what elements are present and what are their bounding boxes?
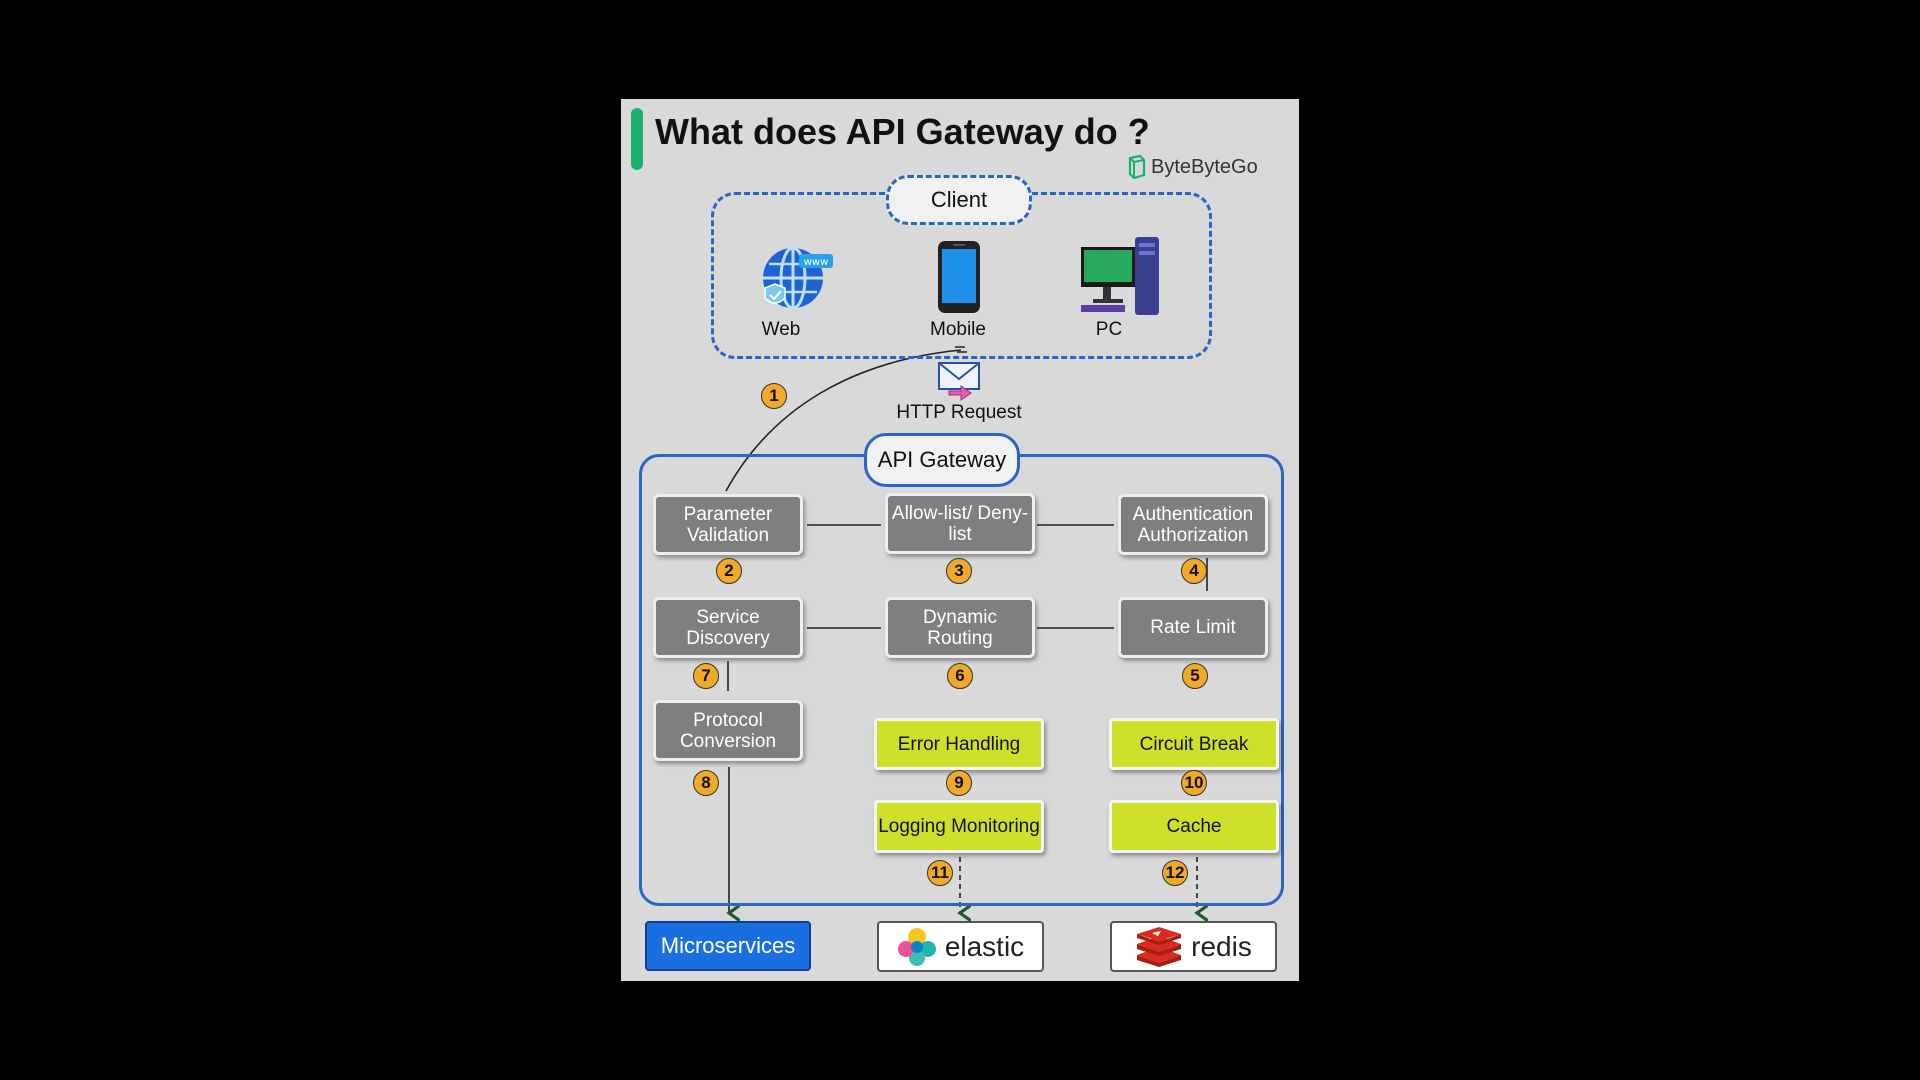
step-service-discovery: Service Discovery	[653, 597, 803, 658]
step-parameter-validation: Parameter Validation	[653, 494, 803, 555]
elastic-target: elastic	[877, 921, 1044, 972]
step-number-8: 8	[693, 770, 719, 796]
redis-name: redis	[1191, 930, 1252, 962]
step-number-7: 7	[693, 663, 719, 689]
step-number-10: 10	[1181, 770, 1207, 796]
device-label-pc: PC	[1095, 319, 1123, 340]
step-logging-monitoring: Logging Monitoring	[874, 800, 1044, 853]
device-label-mobile: Mobile	[930, 319, 986, 340]
step-number-5: 5	[1182, 663, 1208, 689]
step-allow-deny-list: Allow-list/ Deny-list	[885, 493, 1035, 554]
diagram-canvas: What does API Gateway do ? ByteByteGo Cl…	[621, 99, 1299, 981]
web-globe-icon: www	[761, 242, 836, 312]
step-number-1: 1	[761, 383, 787, 409]
redis-target: redis	[1110, 921, 1277, 972]
desktop-pc-icon	[1079, 235, 1163, 317]
api-gateway-label: API Gateway	[864, 433, 1020, 487]
step-error-handling: Error Handling	[874, 718, 1044, 770]
device-label-web: Web	[761, 319, 801, 340]
svg-text:www: www	[804, 257, 829, 268]
step-number-2: 2	[716, 558, 742, 584]
step-number-4: 4	[1181, 558, 1207, 584]
client-label: Client	[886, 175, 1032, 225]
diagram-title: What does API Gateway do ?	[655, 111, 1150, 152]
step-number-3: 3	[946, 558, 972, 584]
microservices-target: Microservices	[645, 921, 811, 971]
step-cache: Cache	[1109, 800, 1279, 853]
mobile-phone-icon	[937, 240, 981, 314]
brand-logo: ByteByteGo	[1127, 155, 1258, 179]
step-number-9: 9	[946, 770, 972, 796]
envelope-icon	[937, 361, 981, 403]
title-accent-bar	[631, 108, 643, 170]
redis-logo-icon	[1137, 926, 1182, 967]
step-protocol-conversion: Protocol Conversion	[653, 700, 803, 761]
bytebytego-logo-icon	[1128, 155, 1146, 179]
http-request-label: HTTP Request	[896, 402, 1022, 423]
step-dynamic-routing: Dynamic Routing	[885, 597, 1035, 658]
step-number-12: 12	[1162, 860, 1188, 886]
step-rate-limit: Rate Limit	[1118, 597, 1268, 658]
brand-name: ByteByteGo	[1151, 155, 1258, 178]
step-number-11: 11	[927, 860, 953, 886]
elastic-name: elastic	[944, 930, 1025, 962]
step-circuit-break: Circuit Break	[1109, 718, 1279, 770]
step-authentication-authorization: Authentication Authorization	[1118, 494, 1268, 555]
elastic-logo-icon	[897, 927, 936, 966]
step-number-6: 6	[947, 663, 973, 689]
